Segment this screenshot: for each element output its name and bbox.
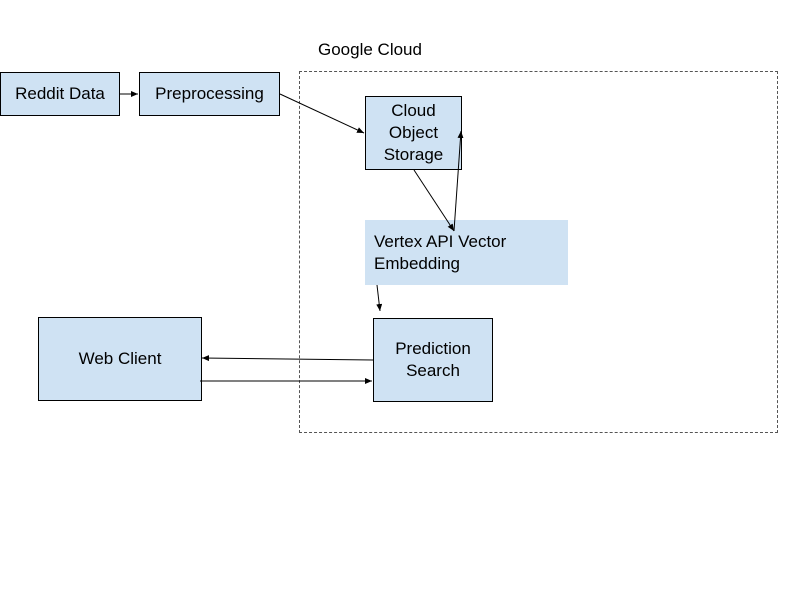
edge-cloud-object-storage-to-vertex-api	[413, 169, 455, 232]
node-preprocessing[interactable]: Preprocessing	[139, 72, 280, 116]
node-prediction-search-label: Prediction Search	[395, 339, 471, 380]
node-cloud-object-storage[interactable]: Cloud Object Storage	[365, 96, 462, 170]
edge-vertex-api-to-prediction-search	[376, 284, 383, 312]
node-web-client-label: Web Client	[78, 349, 162, 368]
node-web-client[interactable]: Web Client	[38, 317, 202, 401]
node-prediction-search[interactable]: Prediction Search	[373, 318, 493, 402]
node-vertex-api[interactable]: Vertex API Vector Embedding	[365, 220, 568, 285]
edge-vertex-api-to-cloud-object-storage	[453, 130, 464, 232]
edge-preprocessing-to-cloud-object-storage	[279, 93, 365, 134]
node-reddit-data[interactable]: Reddit Data	[0, 72, 120, 116]
node-reddit-data-label: Reddit Data	[15, 84, 105, 103]
google-cloud-region	[299, 71, 778, 433]
node-preprocessing-label: Preprocessing	[155, 84, 264, 103]
node-cloud-object-storage-label: Cloud Object Storage	[383, 101, 444, 164]
edge-prediction-search-to-web-client	[201, 355, 374, 362]
node-vertex-api-label: Vertex API Vector Embedding	[374, 231, 507, 273]
google-cloud-label: Google Cloud	[318, 40, 422, 59]
